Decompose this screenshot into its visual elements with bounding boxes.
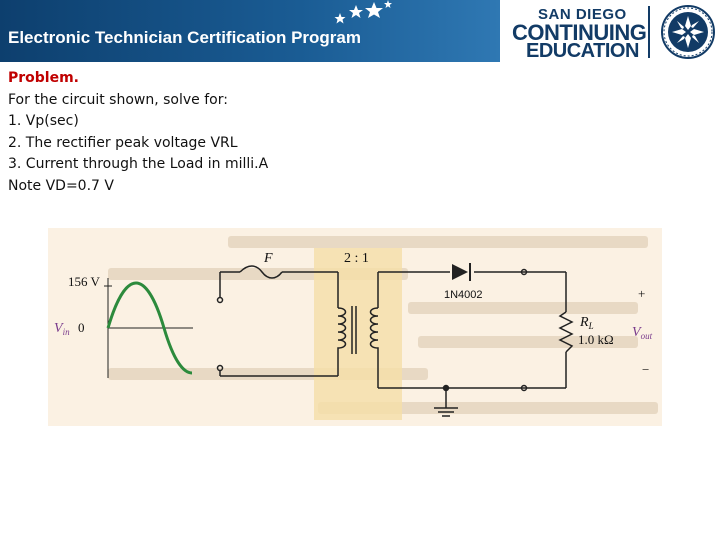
problem-item-1: 1. Vp(sec)	[8, 113, 79, 129]
fuse-symbol	[239, 265, 283, 279]
primary-circuit-wires	[216, 265, 339, 377]
stars-decoration	[334, 0, 392, 24]
load-resistor	[558, 311, 574, 353]
peak-voltage-label: 156 V	[68, 274, 101, 289]
transformer-highlight	[314, 248, 402, 420]
transformer-symbol	[337, 306, 379, 354]
diode-label: 1N4002	[444, 289, 483, 301]
page-title: Electronic Technician Certification Prog…	[8, 28, 361, 47]
vout-label: Vout	[632, 325, 653, 341]
rectifier-circuit-diagram: 156 V Vin 0 F 2 : 1	[48, 228, 662, 426]
problem-intro: For the circuit shown, solve for:	[8, 91, 228, 108]
problem-item-3: 3. Current through the Load in milli.A	[8, 156, 269, 172]
zero-label: 0	[78, 320, 85, 335]
fuse-label: F	[263, 251, 273, 266]
secondary-circuit-wires	[377, 268, 574, 417]
header-bar: Electronic Technician Certification Prog…	[0, 0, 500, 62]
problem-label: Problem.	[8, 70, 80, 86]
diode-symbol	[452, 263, 471, 281]
rl-label: RL	[579, 315, 594, 331]
plus-label: +	[638, 286, 645, 301]
vin-label: Vin	[54, 321, 70, 337]
rl-value-label: 1.0 kΩ	[578, 332, 614, 347]
seal-icon	[661, 5, 715, 59]
sdce-logo: SAN DIEGO CONTINUING EDUCATION	[512, 4, 717, 62]
problem-note: Note VD=0.7 V	[8, 177, 114, 194]
header: Electronic Technician Certification Prog…	[0, 0, 720, 62]
input-sine-source	[104, 278, 193, 378]
logo-line-1: SAN DIEGO	[538, 6, 627, 23]
turns-ratio-label: 2 : 1	[344, 251, 369, 266]
logo-divider	[648, 6, 650, 58]
problem-text: Problem. For the circuit shown, solve fo…	[8, 68, 268, 197]
minus-label: −	[642, 362, 649, 377]
logo-line-2: CONTINUING	[512, 20, 647, 45]
problem-item-2: 2. The rectifier peak voltage VRL	[8, 134, 238, 151]
logo-line-3: EDUCATION	[526, 40, 639, 62]
